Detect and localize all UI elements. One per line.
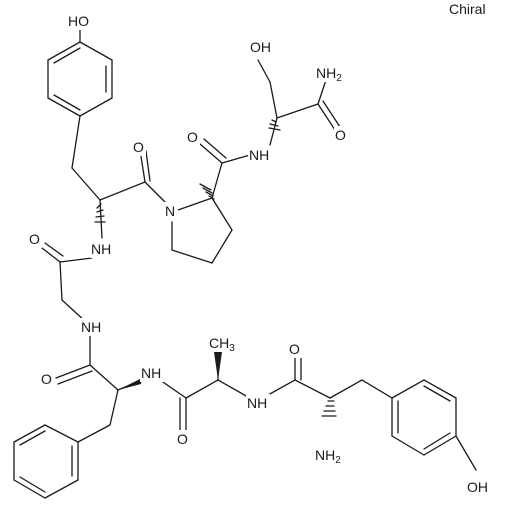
ala-nh-label: NH <box>247 395 267 411</box>
tyr-amine-label: NH2 <box>315 447 341 466</box>
tyr-nh-label: NH <box>91 241 111 257</box>
gly-carbonyl-oxygen-label: O <box>29 231 40 247</box>
phe-carbonyl-oxygen-label: O <box>41 371 52 387</box>
proline-nitrogen-label: N <box>165 203 175 219</box>
amide-oxygen-label: O <box>335 127 346 143</box>
ser-nh-label: NH <box>249 147 269 163</box>
chirality-label: Chiral <box>449 1 486 17</box>
atom-labels: Chiral OH NH2 O NH O HO O N O NH NH O NH… <box>28 1 494 496</box>
bond-skeleton <box>13 27 477 499</box>
amide-nh2-label: NH2 <box>316 65 342 84</box>
gly-nh-label: NH <box>81 319 101 335</box>
stereo-bonds <box>94 119 337 417</box>
tyr-n-carbonyl-oxygen-label: O <box>289 341 300 357</box>
ala-methyl-label: CH3 <box>209 335 235 354</box>
tyr-carbonyl-oxygen-label: O <box>133 139 144 155</box>
pro-carbonyl-oxygen-label: O <box>187 129 198 145</box>
tyr-bottom-hydroxyl-label: OH <box>467 479 488 495</box>
tyr-top-hydroxyl-label: HO <box>68 13 89 29</box>
phe-nh-label: NH <box>141 365 161 381</box>
ala-carbonyl-oxygen-label: O <box>177 431 188 447</box>
hydroxyl-ser-label: OH <box>250 39 271 55</box>
